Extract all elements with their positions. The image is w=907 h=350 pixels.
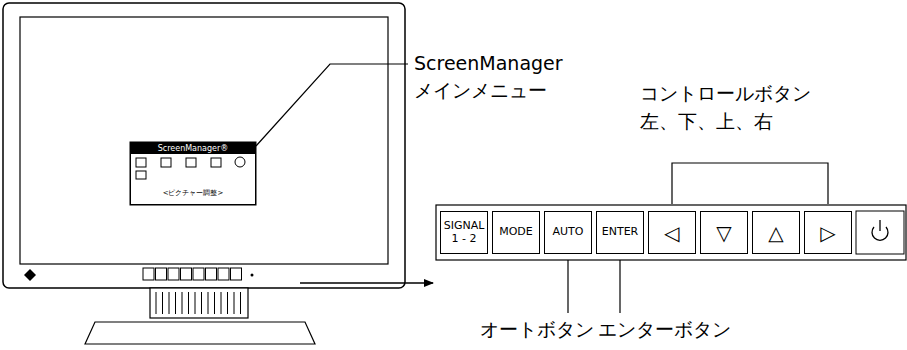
rib (169, 292, 170, 314)
power-symbol (879, 220, 880, 231)
rib (221, 292, 222, 314)
left-button: ◁ (648, 211, 696, 254)
front-button (156, 268, 167, 280)
front-button (231, 268, 242, 280)
rib (156, 292, 157, 314)
leader-line (567, 260, 568, 313)
callout-label: ScreenManager メインメニュー (414, 50, 586, 104)
menu-item: <ピクチャー調整> (131, 188, 255, 198)
callout-label: オートボタン (480, 316, 598, 343)
button-label: AUTO (553, 226, 584, 238)
button-label: SIGNAL 1 - 2 (443, 220, 485, 244)
mode-button: MODE (492, 211, 540, 254)
rib (214, 292, 215, 314)
power-button (856, 211, 904, 254)
rib (234, 292, 235, 314)
auto-button: AUTO (544, 211, 592, 254)
menu-title: ScreenManager® (131, 143, 255, 154)
leader-line (256, 64, 408, 146)
leader-line (619, 260, 620, 313)
rib (240, 292, 241, 314)
screenmanager-menu: ScreenManager® <ピクチャー調整> (130, 142, 256, 205)
menu-icon (136, 171, 146, 179)
front-button (181, 268, 192, 280)
front-button (206, 268, 217, 280)
stand-ribs (156, 292, 241, 314)
monitor-bezel (3, 3, 405, 288)
power-led (251, 274, 254, 277)
menu-icons (136, 157, 245, 179)
menu-frame (130, 142, 256, 205)
right-button: ▷ (804, 211, 852, 254)
button-label: ▷ (820, 222, 835, 244)
rib (208, 292, 209, 314)
rib (182, 292, 183, 314)
rib (175, 292, 176, 314)
rib (195, 292, 196, 314)
callout-label: エンターボタン (598, 316, 738, 343)
signal-button: SIGNAL 1 - 2 (440, 211, 488, 254)
callout-label: コントロールボタン (640, 80, 860, 107)
front-button (143, 268, 154, 280)
menu-icon (161, 158, 171, 167)
button-label: ▽ (716, 222, 731, 244)
button-label: MODE (499, 226, 533, 238)
enter-button: ENTER (596, 211, 644, 254)
menu-icon (186, 158, 196, 167)
front-button (168, 268, 179, 280)
menu-icon (235, 157, 245, 167)
button-label: ◁ (664, 222, 679, 244)
front-buttons (143, 268, 242, 280)
rib (227, 292, 228, 314)
menu-icon (211, 158, 221, 167)
button-label: ENTER (602, 226, 639, 238)
up-button: △ (752, 211, 800, 254)
stand-base (85, 322, 315, 344)
rib (188, 292, 189, 314)
menu-icon (136, 158, 146, 167)
zoom-arrow (300, 282, 433, 284)
button-label: △ (768, 222, 783, 244)
bracket (672, 163, 828, 204)
monitor-screen (20, 17, 388, 264)
logo-mark (24, 269, 36, 281)
rib (201, 292, 202, 314)
front-button (218, 268, 229, 280)
front-button (193, 268, 204, 280)
callout-note: 左、下、上、右 (640, 108, 860, 135)
stand-neck (150, 288, 248, 318)
button-bar (436, 205, 906, 260)
down-button: ▽ (700, 211, 748, 254)
rib (162, 292, 163, 314)
